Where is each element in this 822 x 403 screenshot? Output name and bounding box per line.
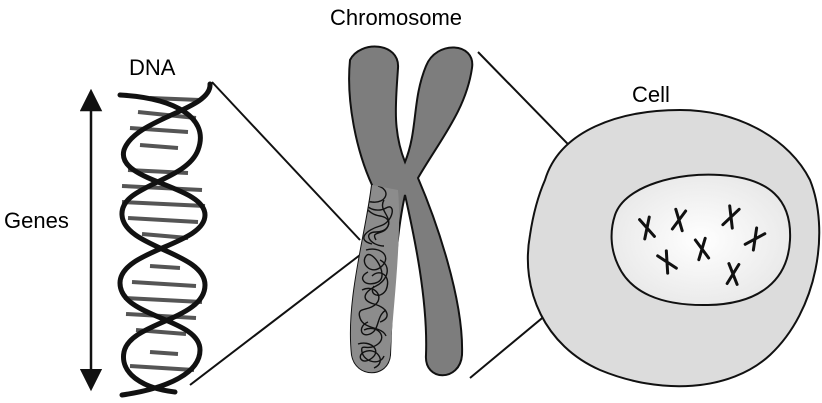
genes-label: Genes <box>4 210 69 232</box>
cell-nucleus <box>612 175 791 305</box>
chromosome <box>340 47 472 380</box>
dna-helix <box>120 84 210 395</box>
dna-zoom-line-bottom <box>190 255 360 385</box>
cell-label: Cell <box>632 84 670 106</box>
dna-label: DNA <box>129 57 175 79</box>
chromosome-label: Chromosome <box>330 7 462 29</box>
cell <box>528 110 819 386</box>
dna-zoom-line-top <box>212 82 360 240</box>
